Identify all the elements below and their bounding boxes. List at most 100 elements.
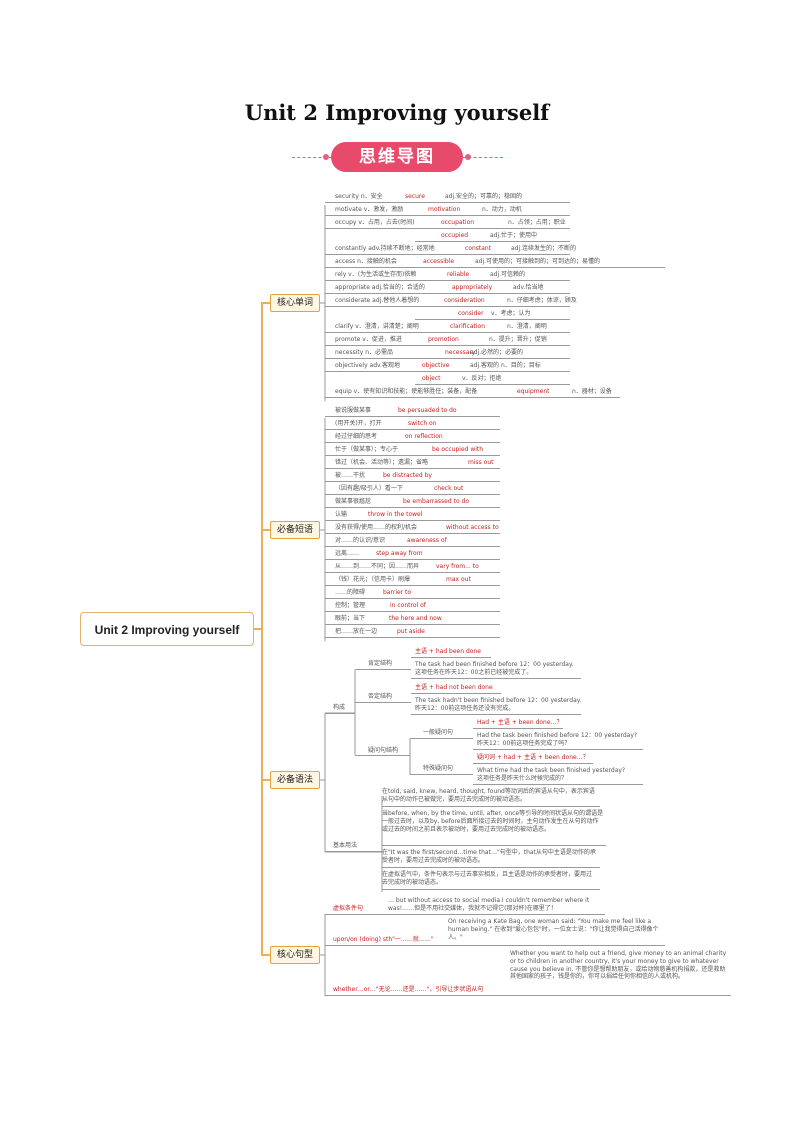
phrase-meaning: 经过仔细的思考 [335,433,378,440]
phrase-text: step away from [376,550,423,557]
word-derivative: objective [422,362,450,369]
phrase-meaning: 做某事很尴尬 [335,498,372,505]
banner-right-line [463,157,503,158]
page-title: Unit 2 Improving yourself [244,100,550,125]
underline [382,806,600,807]
phrase-text: be distracted by [383,472,432,479]
word-meaning: adj.忙于；使用中 [490,232,538,239]
word-base: promote v．促进，推进 [335,336,402,343]
underline [325,851,382,852]
phrase-text: be embarrassed to do [403,498,470,505]
word-base: motivate v．激发，激励 [335,206,404,213]
word-derivative: accessible [423,258,455,265]
grammar-general-q-example-en: Had the task been finished before 12：00 … [477,732,638,739]
underline [473,728,563,729]
word-base: constantly adv.持续不断地；经常地 [335,245,435,252]
underline [325,416,500,417]
word-base: objectively adv.客观地 [335,362,401,369]
underline [410,774,473,775]
word-derivative: clarification [450,323,486,330]
word-meaning: adj.必然的；必要的 [470,349,524,356]
underline [325,267,665,268]
word-meaning: adj.安全的；可靠的；稳固的 [445,193,523,200]
word-derivative: consideration [444,297,485,304]
phrase-meaning: 被说服做某事 [335,407,372,414]
word-derivative: constant [465,245,492,252]
phrase-meaning: （钱）花光；（信用卡）刷爆 [335,576,411,583]
phrase-meaning: 控制；管理 [335,602,366,609]
sentence-example: Whether you want to help out a friend, g… [510,950,727,981]
underline [325,995,731,996]
phrase-text: in control of [390,602,426,609]
grammar-question-label: 疑问句结构 [368,747,399,754]
grammar-special-q-example-en: What time had the task been finished yes… [477,767,626,774]
underline [382,845,606,846]
phrase-meaning: 从……到……不同；因……而异 [335,563,420,570]
category-sentences: 核心句型 [270,946,320,964]
grammar-structure-label: 构成 [333,704,346,711]
word-meaning: adv.恰当地 [513,284,544,291]
phrase-text: the here and now [389,615,442,622]
phrase-text: check out [434,485,464,492]
word-derivative: promotion [428,336,459,343]
underline [325,559,500,560]
phrase-meaning: 没有获得/使用……的权利/机会 [335,524,418,531]
word-meaning: n．提升；晋升；促销 [489,336,547,343]
phrase-meaning: 被……干扰 [335,472,366,479]
grammar-general-q-label: 一般疑问句 [423,729,454,736]
root-node: Unit 2 Improving yourself [80,612,254,646]
word-derivative: occupied [441,232,469,239]
grammar-usage-1: 在told, said, knew, heard, thought, found… [382,788,595,803]
underline [325,611,500,612]
word-meaning: adj.可信赖的 [490,271,526,278]
underline [325,914,605,915]
phrase-text: throw in the towel [368,511,423,518]
grammar-negative-example-en: The task hadn't been finished before 12：… [415,697,582,704]
underline [355,669,411,670]
grammar-negative-example-zh: 昨天12：00前这项任务还没有完成。 [415,705,515,712]
phrase-meaning: 远离…… [335,550,360,557]
underline [382,867,600,868]
underline [325,202,570,203]
phrase-meaning: 对……的认识/意识 [335,537,386,544]
word-meaning: v．考虑；认为 [491,310,531,317]
underline [325,546,500,547]
sentence-label: upon/on (doing) sth"一……就……" [333,936,434,943]
word-meaning: adj.连续发生的；不断的 [511,245,577,252]
word-derivative: object [422,375,441,382]
word-base: clarify v．澄清，讲清楚；阐明 [335,323,419,330]
grammar-usage-3: 在"It was the first/second…time that…"句型中… [382,849,596,864]
grammar-usage-4: 在虚拟语气中，条件句表示与过去事实相反，且主语是动作的承受者时，要用过去完成时的… [382,871,593,886]
underline [325,345,570,346]
underline [325,598,500,599]
word-meaning: n．澄清，阐明 [507,323,547,330]
underline [325,481,500,482]
phrase-meaning: ……的障碍 [335,589,366,596]
word-meaning: n．动力，动机 [482,206,522,213]
word-base: considerate adj.替他人着想的 [335,297,420,304]
underline [325,624,500,625]
underline [325,358,570,359]
grammar-special-q-label: 特殊疑问句 [423,765,454,772]
phrase-text: switch on [408,420,437,427]
underline [325,215,570,216]
phrase-text: miss out [468,459,494,466]
sentence-example: On receiving a Kate Bag, one woman said:… [448,918,659,941]
phrase-meaning: 眼前；当下 [335,615,366,622]
underline [325,442,500,443]
underline [325,585,500,586]
phrase-text: awareness of [407,537,447,544]
underline [325,306,570,307]
phrase-meaning: 把……放在一边 [335,628,378,635]
grammar-negative-label: 否定结构 [368,693,393,700]
grammar-special-q-example-zh: 这项任务是昨天什么时候完成的？ [477,775,568,782]
phrase-meaning: (用开关)开，打开 [335,420,382,427]
phrase-text: max out [446,576,471,583]
word-base: access n．接触的机会 [335,258,397,265]
phrase-text: barrier to [383,589,412,596]
underline [473,763,593,764]
underline [415,384,570,385]
underline [473,784,643,785]
word-meaning: v．反对；拒绝 [462,375,502,382]
underline [411,714,581,715]
